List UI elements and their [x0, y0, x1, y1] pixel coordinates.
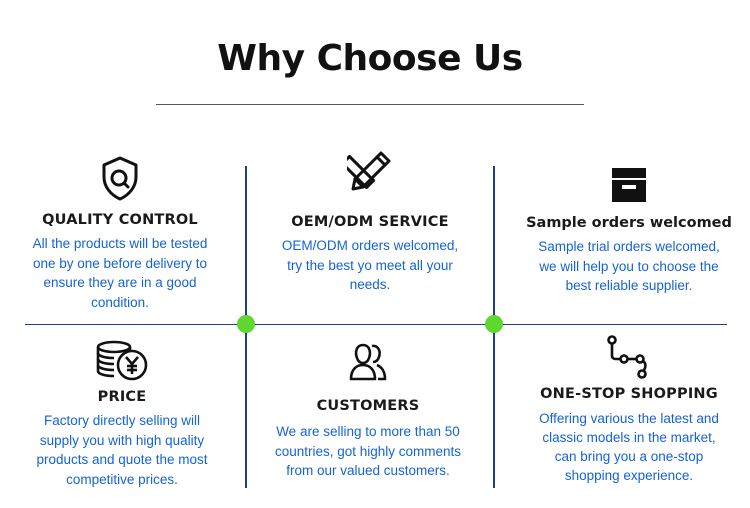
- grid-horizontal-divider: [25, 324, 727, 325]
- feature-heading: ONE-STOP SHOPPING: [540, 386, 718, 402]
- feature-heading: OEM/ODM SERVICE: [291, 214, 449, 230]
- feature-sample-orders: Sample orders welcomed Sample trial orde…: [518, 165, 740, 296]
- feature-description: Offering various the latest and classic …: [539, 411, 719, 483]
- users-icon: [349, 343, 387, 381]
- shield-search-icon: [102, 156, 138, 201]
- archive-box-icon: [612, 168, 646, 202]
- feature-oem-odm-service: OEM/ODM SERVICE OEM/ODM orders welcomed,…: [260, 149, 480, 295]
- pencil-ruler-icon: [347, 151, 391, 191]
- grid-node-left: [237, 315, 255, 333]
- coins-yen-icon: [96, 340, 148, 381]
- feature-customers: CUSTOMERS We are selling to more than 50…: [258, 341, 478, 481]
- feature-one-stop-shopping: ONE-STOP SHOPPING Offering various the l…: [518, 334, 740, 485]
- grid-node-right: [485, 315, 503, 333]
- page-title: Why Choose Us: [217, 38, 523, 79]
- feature-price: PRICE Factory directly selling will supp…: [12, 340, 232, 489]
- feature-heading: CUSTOMERS: [316, 398, 420, 414]
- feature-description: We are selling to more than 50 countries…: [274, 424, 462, 478]
- feature-heading: PRICE: [97, 389, 147, 405]
- feature-description: All the products will be tested one by o…: [32, 236, 208, 310]
- feature-description: Sample trial orders welcomed, we will he…: [538, 239, 720, 293]
- title-divider: [156, 104, 584, 105]
- feature-heading: Sample orders welcomed: [526, 215, 732, 231]
- feature-heading: QUALITY CONTROL: [42, 212, 198, 228]
- feature-description: OEM/ODM orders welcomed, try the best yo…: [281, 238, 459, 292]
- feature-description: Factory directly selling will supply you…: [36, 413, 208, 487]
- feature-quality-control: QUALITY CONTROL All the products will be…: [10, 155, 230, 312]
- route-icon: [607, 335, 647, 379]
